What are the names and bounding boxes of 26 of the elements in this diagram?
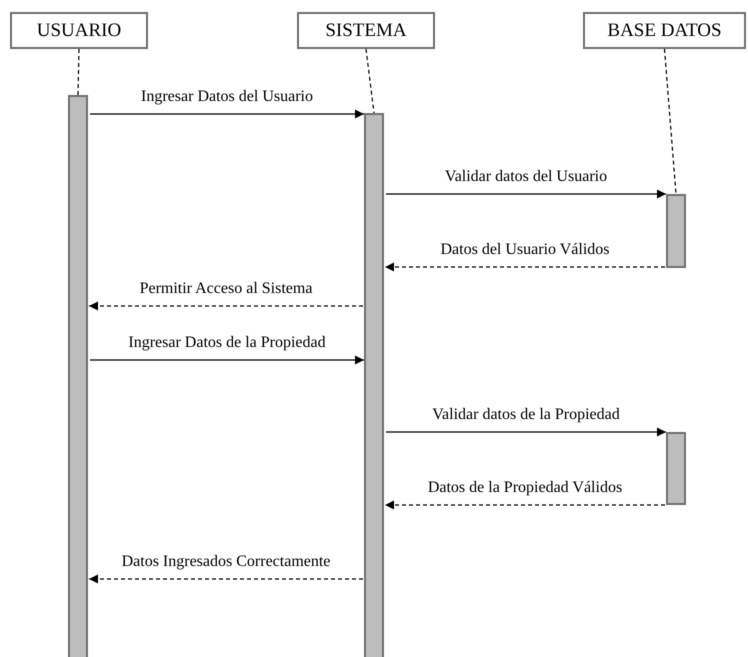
activation-bar <box>364 113 384 657</box>
message-arrow <box>90 356 364 364</box>
message-label: Ingresar Datos de la Propiedad <box>128 334 326 352</box>
message-arrow <box>385 262 665 272</box>
lifeline <box>77 48 80 96</box>
lifeline <box>664 48 677 194</box>
activation-bar <box>666 194 686 268</box>
message-arrow <box>90 110 364 118</box>
message-label: Datos Ingresados Correctamente <box>122 553 330 571</box>
activation-bar <box>666 432 686 505</box>
message-arrow <box>89 574 363 584</box>
message-label: Datos del Usuario Válidos <box>440 241 610 259</box>
participant-box: SISTEMA <box>297 12 435 49</box>
participant-box: BASE DATOS <box>583 12 746 49</box>
participant-box: USUARIO <box>10 12 148 49</box>
message-arrow <box>385 500 665 510</box>
message-label: Datos de la Propiedad Válidos <box>428 479 622 497</box>
message-label: Validar datos de la Propiedad <box>432 406 620 424</box>
lifeline <box>365 48 375 114</box>
message-arrow <box>89 302 363 310</box>
message-label: Permitir Acceso al Sistema <box>140 280 312 298</box>
message-label: Validar datos del Usuario <box>444 168 608 186</box>
message-arrow <box>386 190 666 198</box>
message-arrow <box>386 428 666 436</box>
activation-bar <box>68 95 88 657</box>
message-label: Ingresar Datos del Usuario <box>141 88 313 106</box>
